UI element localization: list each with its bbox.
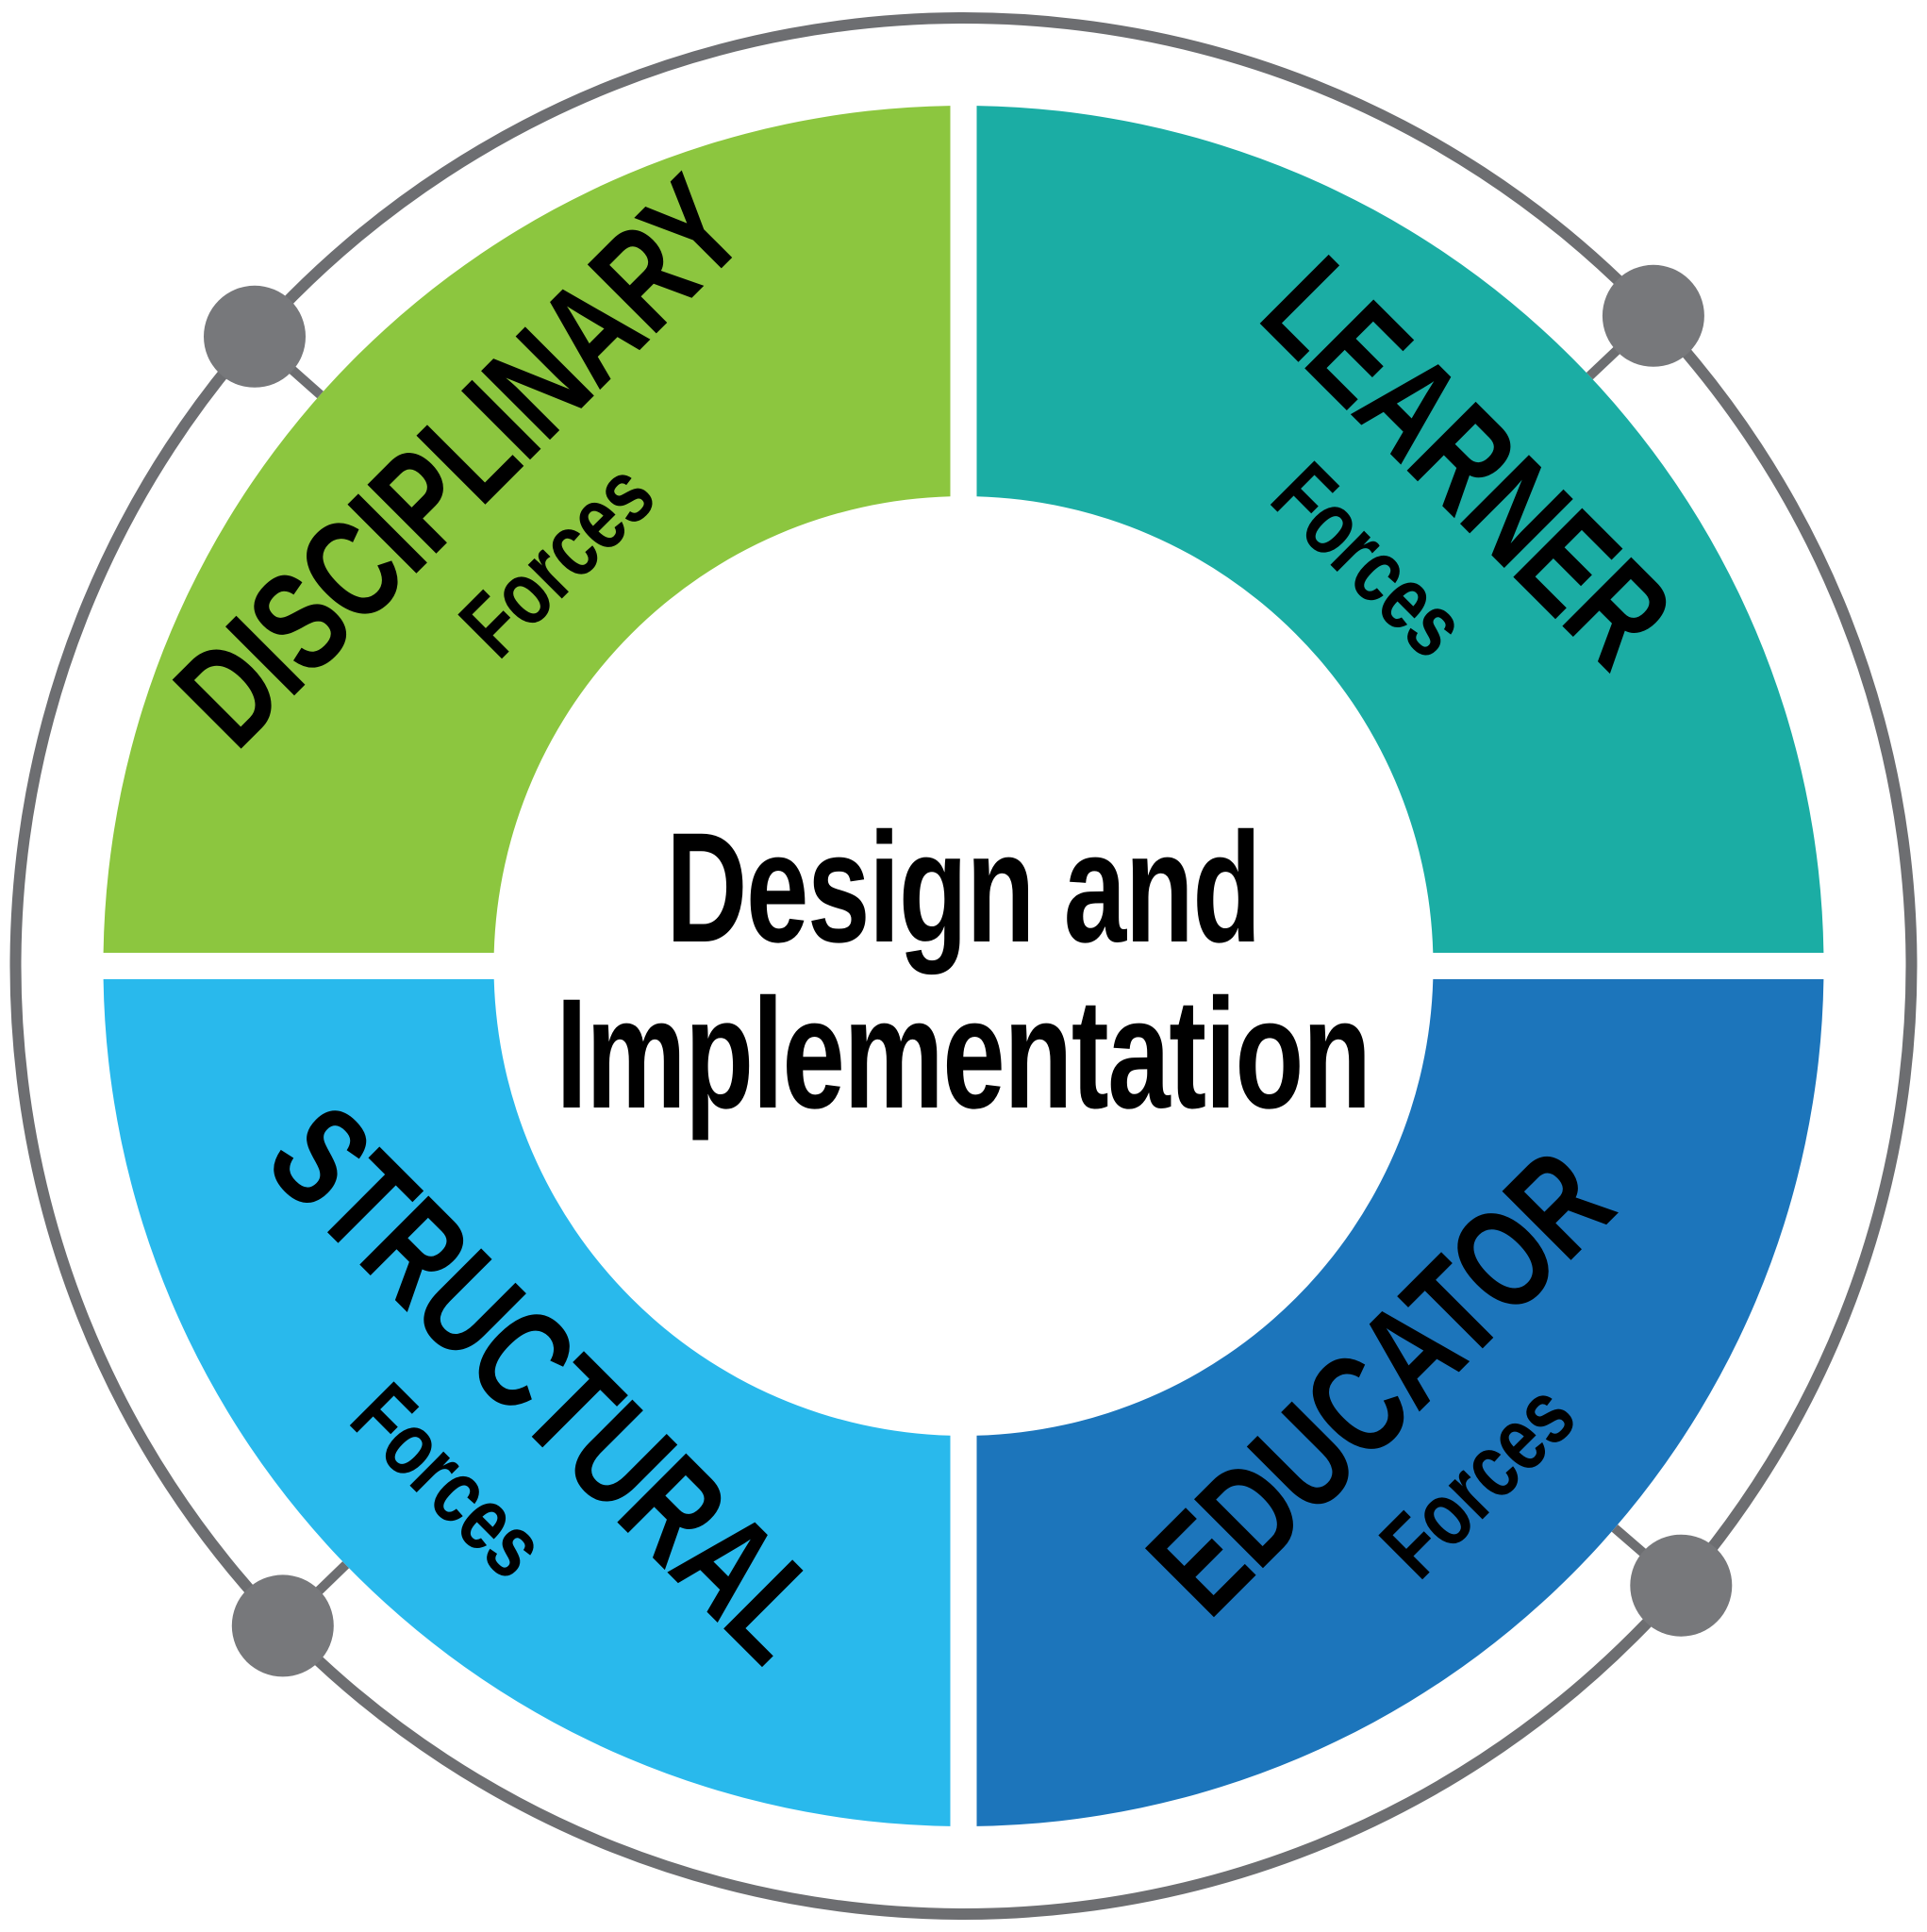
- orbit-dot-bottom-right: [1630, 1534, 1733, 1637]
- quadrant-educator: [976, 979, 1824, 1826]
- center-title-line1: Design and: [666, 801, 1261, 975]
- orbit-circle: [9, 12, 1918, 1920]
- quadrant-learner: [976, 106, 1824, 954]
- center-title-line2: Implementation: [556, 967, 1370, 1141]
- quadrant-disciplinary: [103, 106, 951, 954]
- center-title: Design and Implementation: [398, 806, 1529, 1138]
- orbit-dot-top-right: [1602, 264, 1704, 367]
- quadrant-structural: [103, 979, 951, 1826]
- orbit-dot-bottom-left: [231, 1574, 334, 1677]
- orbit-dot-top-left: [204, 285, 306, 388]
